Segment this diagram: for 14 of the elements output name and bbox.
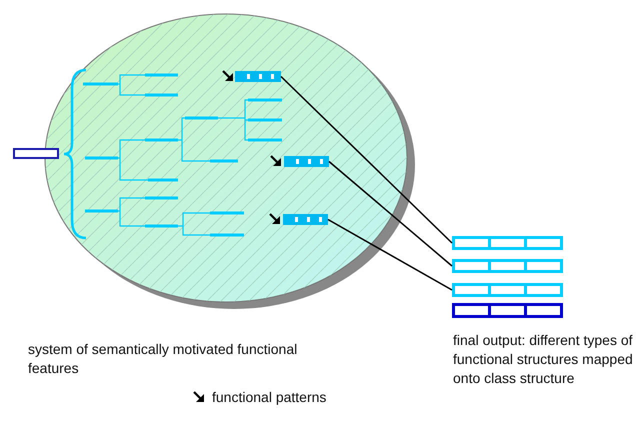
caption-text: final output: different types of functional structures mapped onto class structure [453,331,634,388]
connector-line [328,218,452,291]
caption-text: system of semantically motivated functional features [28,340,298,378]
legend-text: functional patterns [212,388,326,407]
connector-line [280,76,453,244]
pattern-box [235,71,281,82]
table-row [452,303,563,318]
table-row [452,236,563,250]
pattern-box [284,156,329,167]
input-box [13,148,59,159]
table-row [452,283,563,297]
pattern-box [283,214,328,225]
table-row [452,259,563,273]
connector-line [328,160,452,267]
